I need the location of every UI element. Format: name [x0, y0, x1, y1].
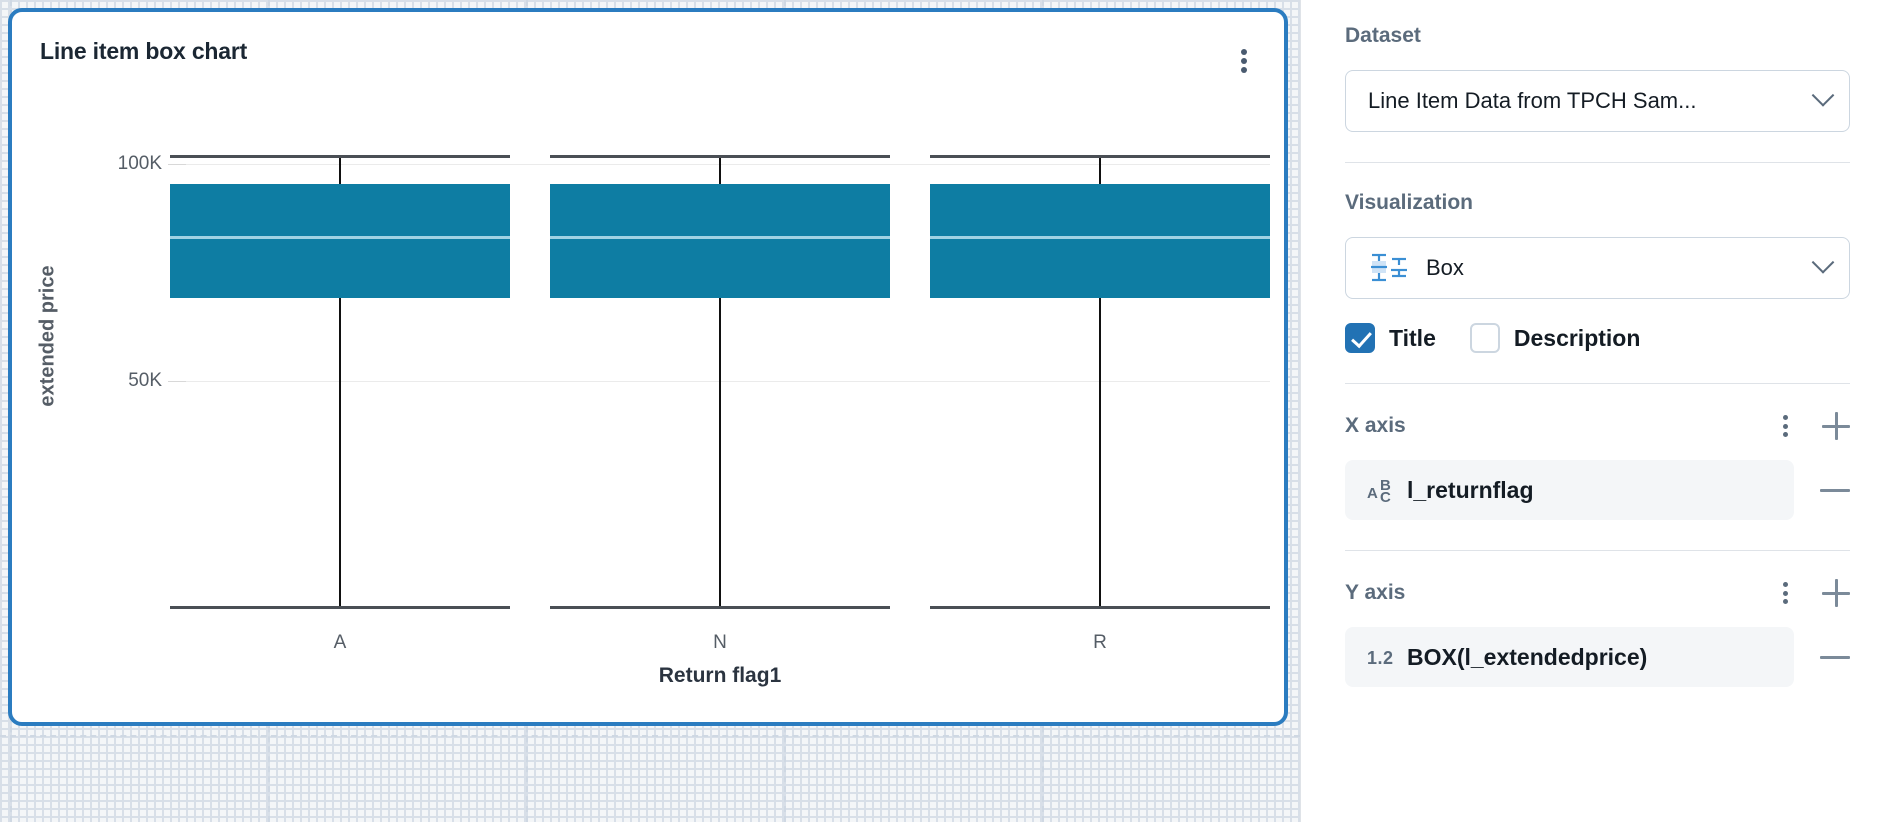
canvas-grid-line: [0, 735, 1300, 737]
whisker-cap-upper-r: [930, 155, 1270, 158]
dataset-section-label: Dataset: [1345, 24, 1421, 47]
y-axis-remove-icon[interactable]: [1820, 655, 1850, 659]
chevron-down-icon: [1811, 84, 1835, 107]
whisker-n: [719, 156, 721, 608]
y-axis-field-row: 1.2 BOX(l_extendedprice): [1345, 627, 1850, 687]
box-a: [170, 184, 510, 298]
whisker-a: [339, 156, 341, 608]
y-tick-label: 100K: [117, 153, 187, 174]
box-plot-icon: [1368, 251, 1414, 285]
y-tick-label: 50K: [128, 370, 186, 391]
x-axis-remove-icon[interactable]: [1820, 488, 1850, 492]
x-tick-label-n: N: [713, 632, 727, 653]
inspector-panel: Dataset Line Item Data from TPCH Sam... …: [1300, 0, 1894, 822]
visualization-section-label: Visualization: [1345, 191, 1473, 214]
x-axis-menu-icon[interactable]: [1774, 413, 1796, 439]
y-axis-menu-icon[interactable]: [1774, 580, 1796, 606]
y-axis-title: extended price: [36, 265, 59, 407]
median-line-n: [550, 236, 890, 239]
x-tick-label-r: R: [1093, 632, 1107, 653]
chart-card-menu-icon[interactable]: [1232, 46, 1256, 76]
x-tick-label-a: A: [333, 632, 347, 653]
y-axis-add-icon[interactable]: [1822, 579, 1850, 607]
whisker-cap-lower-r: [930, 606, 1270, 609]
title-checkbox[interactable]: [1345, 323, 1375, 353]
chart-card-title: Line item box chart: [40, 38, 248, 64]
chevron-down-icon: [1811, 251, 1835, 274]
dataset-select-value: Line Item Data from TPCH Sam...: [1368, 88, 1697, 113]
title-checkbox-label: Title: [1389, 324, 1436, 351]
section-divider: [1345, 550, 1850, 551]
whisker-cap-upper-a: [170, 155, 510, 158]
description-checkbox-label: Description: [1513, 324, 1641, 351]
y-axis-section-label: Y axis: [1345, 581, 1406, 604]
whisker-cap-lower-n: [550, 606, 890, 609]
whisker-cap-upper-n: [550, 155, 890, 158]
x-axis-section-header: X axis: [1345, 412, 1850, 440]
dashboard-canvas: Line item box chart extended price 100K …: [0, 0, 1300, 822]
x-axis-title: Return flag1: [658, 664, 782, 687]
plot-area: 100K 50K: [118, 98, 1270, 618]
whisker-cap-lower-a: [170, 606, 510, 609]
y-axis-field-chip[interactable]: 1.2 BOX(l_extendedprice): [1345, 627, 1794, 687]
y-axis-section-header: Y axis: [1345, 579, 1850, 607]
median-line-a: [170, 236, 510, 239]
section-divider: [1345, 162, 1850, 163]
x-axis-add-icon[interactable]: [1822, 412, 1850, 440]
box-r: [930, 184, 1270, 298]
box-plot-group-a[interactable]: [170, 98, 510, 618]
whisker-r: [1099, 156, 1101, 608]
box-plot-group-n[interactable]: [550, 98, 890, 618]
visualization-select-value: Box: [1426, 255, 1464, 280]
display-options-row: Title Description: [1345, 323, 1850, 353]
numeric-type-icon: 1.2: [1367, 648, 1394, 668]
box-n: [550, 184, 890, 298]
section-divider: [1345, 383, 1850, 384]
x-axis-field-name: l_returnflag: [1407, 476, 1534, 503]
box-plot-group-r[interactable]: [930, 98, 1270, 618]
visualization-select[interactable]: Box: [1345, 237, 1850, 299]
description-checkbox[interactable]: [1469, 323, 1500, 353]
median-line-r: [930, 236, 1270, 239]
chart-card[interactable]: Line item box chart extended price 100K …: [8, 8, 1288, 726]
x-axis-section-label: X axis: [1345, 414, 1406, 437]
y-axis-field-name: BOX(l_extendedprice): [1407, 643, 1648, 670]
box-chart: extended price 100K 50K: [12, 76, 1284, 716]
dataset-select[interactable]: Line Item Data from TPCH Sam...: [1345, 70, 1850, 132]
